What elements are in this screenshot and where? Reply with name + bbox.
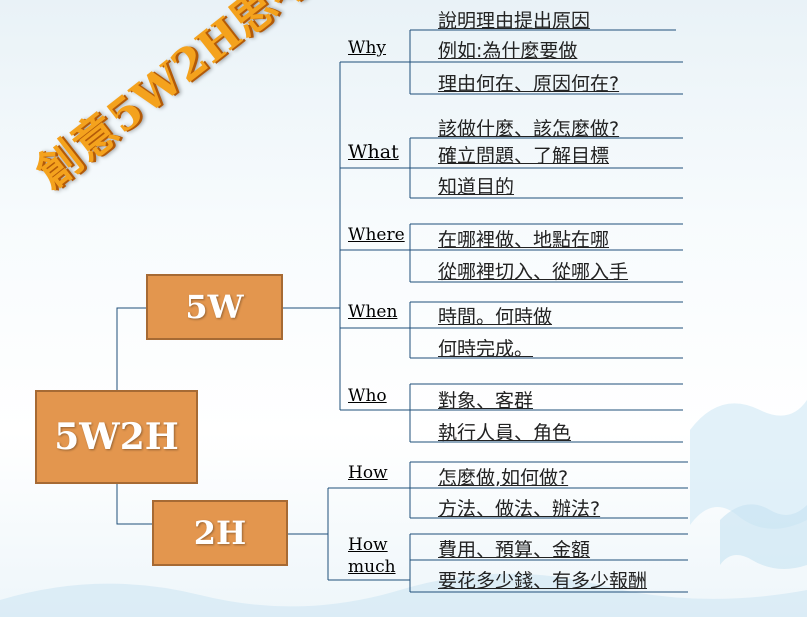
question-when: When <box>348 302 398 322</box>
who-item: 執行人員、角色 <box>438 422 572 444</box>
how-much-item: 要花多少錢、有多少報酬 <box>438 570 648 592</box>
branch-2h-node: 2H <box>152 500 288 566</box>
where-item: 在哪裡做、地點在哪 <box>438 229 610 251</box>
when-item: 時間。何時做 <box>438 306 553 328</box>
how-item: 方法、做法、辦法? <box>438 498 601 520</box>
what-item: 該做什麼、該怎麼做? <box>438 118 620 140</box>
question-why: Why <box>348 38 387 58</box>
question-what: What <box>348 141 399 163</box>
what-item: 確立問題、了解目標 <box>438 145 610 167</box>
root-node: 5W2H <box>35 390 198 484</box>
what-item: 知道目的 <box>438 176 515 198</box>
how-much-item: 費用、預算、金額 <box>438 539 591 561</box>
why-item: 例如:為什麼要做 <box>438 40 578 62</box>
where-item: 從哪裡切入、從哪入手 <box>438 261 629 283</box>
branch-5w-label: 5W <box>185 288 244 326</box>
branch-5w-node: 5W <box>146 274 283 340</box>
how-item: 怎麼做,如何做? <box>438 467 569 489</box>
question-where: Where <box>348 225 405 245</box>
why-item: 理由何在、原因何在? <box>438 73 620 95</box>
root-label: 5W2H <box>54 416 179 458</box>
question-how-much-line2: much <box>348 557 396 577</box>
who-item: 對象、客群 <box>438 390 534 412</box>
branch-2h-label: 2H <box>193 514 247 552</box>
question-who: Who <box>348 386 387 406</box>
question-how-much-line1: How <box>348 535 388 555</box>
diagram-title: 創意5W2H思考法 <box>26 0 359 199</box>
when-item: 何時完成。 <box>438 338 534 360</box>
why-item: 說明理由提出原因 <box>438 10 591 32</box>
question-how: How <box>348 463 388 483</box>
